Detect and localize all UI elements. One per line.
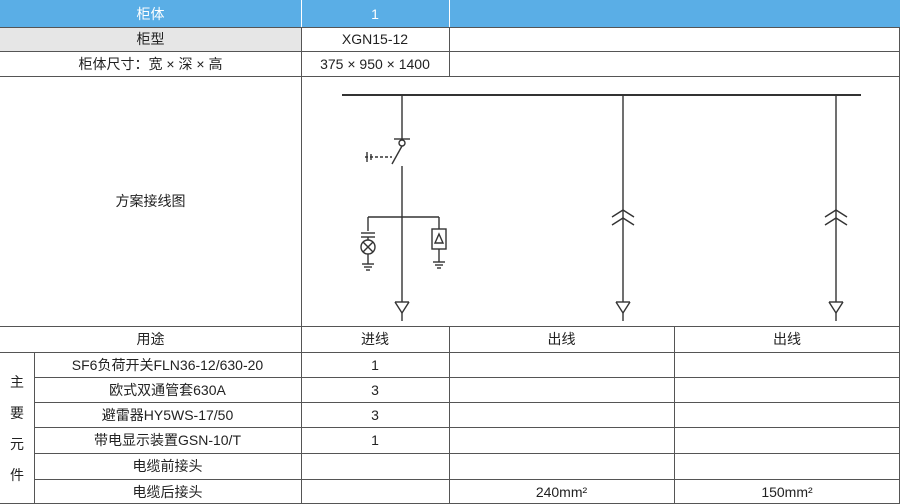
bushing-icon — [824, 209, 848, 218]
component-row-1-name: 欧式双通管套630A — [109, 381, 226, 398]
header-value: 1 — [301, 0, 449, 27]
component-row-1-c3 — [674, 377, 900, 402]
usage-label: 用途 — [136, 331, 165, 347]
component-row-1-c2 — [449, 377, 674, 402]
component-row-4-name: 电缆前接头 — [132, 458, 203, 474]
usage-col3: 出线 — [773, 331, 801, 347]
component-row-0-name: SF6负荷开关FLN36-12/630-20 — [71, 356, 264, 373]
component-row-2-name: 避雷器HY5WS-17/50 — [101, 406, 234, 423]
scheme-label: 方案接线图 — [115, 193, 186, 209]
component-row-2-c3 — [674, 402, 900, 427]
component-row-5-c3: 150mm² — [761, 483, 813, 500]
surge-arrester-icon — [431, 228, 447, 250]
component-row-0-c3 — [674, 352, 900, 377]
cabinet-size-value: 375 × 950 × 1400 — [320, 55, 430, 72]
components-group-label: 主 要 元 件 — [10, 373, 24, 483]
component-row-4-c1 — [301, 453, 449, 479]
component-row-5-c1 — [301, 479, 449, 504]
component-row-0-c1: 1 — [371, 356, 379, 373]
cabinet-size-label: 柜体尺寸：宽 × 深 × 高 — [78, 55, 223, 72]
header-label: 柜体 — [0, 0, 301, 27]
header-empty — [449, 0, 900, 27]
component-row-5-c2: 240mm² — [535, 483, 588, 500]
component-row-3-c3 — [674, 427, 900, 453]
component-row-3-c2 — [449, 427, 674, 453]
component-row-1-c1: 3 — [371, 381, 379, 398]
component-row-4-c2 — [449, 453, 674, 479]
load-switch-icon — [391, 145, 403, 165]
component-row-5-name: 电缆后接头 — [132, 483, 203, 500]
bushing-icon — [611, 209, 635, 218]
cabinet-type-label: 柜型 — [0, 27, 301, 51]
component-row-0-c2 — [449, 352, 674, 377]
usage-col2: 出线 — [547, 331, 576, 347]
cabinet-type-value: XGN15-12 — [341, 31, 409, 47]
component-row-3-name: 带电显示装置GSN-10/T — [93, 432, 241, 448]
component-row-4-c3 — [674, 453, 900, 479]
component-row-2-c1: 3 — [371, 406, 379, 423]
component-row-2-c2 — [449, 402, 674, 427]
wiring-diagram — [342, 94, 861, 321]
usage-col1: 进线 — [361, 331, 389, 347]
component-row-3-c1: 1 — [371, 432, 379, 448]
